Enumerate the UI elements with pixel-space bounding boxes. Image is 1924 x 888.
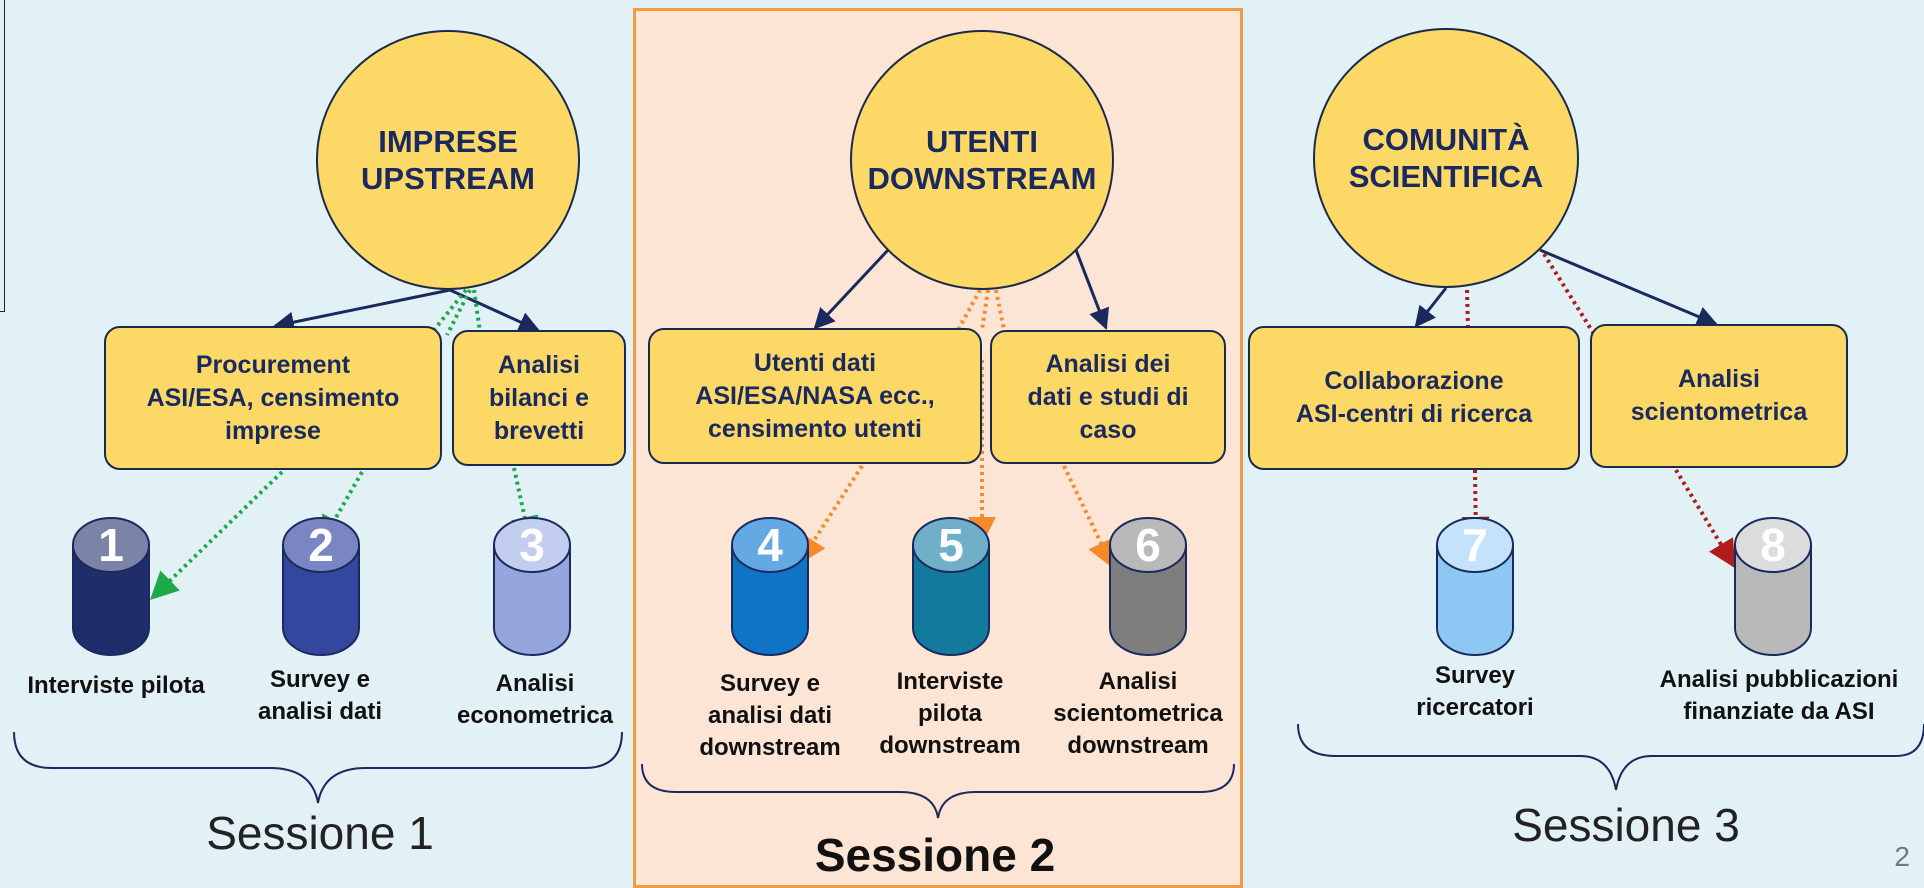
session-3-label: Sessione 3 [1512, 799, 1740, 851]
group-1-circle: IMPRESE UPSTREAM [316, 30, 580, 290]
arrow-to-db-1 [149, 470, 284, 600]
database-2-top [282, 517, 360, 573]
group-3-title: COMUNITÀ SCIENTIFICA [1348, 122, 1544, 194]
database-3-number: 3 [519, 519, 545, 571]
group-1-title: IMPRESE UPSTREAM [361, 124, 535, 196]
database-5-body [912, 544, 990, 656]
link-g2-dotted-c [994, 289, 1006, 331]
database-2-number: 2 [308, 519, 334, 571]
arrow-g3-collaborazione [1414, 287, 1448, 328]
database-2: 2 [282, 517, 360, 656]
link-g3-dotted-b [1542, 252, 1596, 336]
database-6: 6 [1109, 517, 1187, 656]
arrow-g1-bilanci [449, 288, 540, 332]
database-8: 8 [1734, 517, 1812, 656]
db-7-label: Survey ricercatori [1416, 662, 1534, 721]
link-g1-dotted-a [428, 288, 468, 337]
database-6-number: 6 [1135, 519, 1161, 571]
session-1-label: Sessione 1 [206, 807, 434, 859]
brace-session-3 [1297, 723, 1924, 791]
database-4-top [731, 517, 809, 573]
db-3-label: Analisi econometrica [456, 670, 614, 729]
database-3: 3 [493, 517, 571, 656]
database-7-body [1436, 544, 1514, 656]
database-5-number: 5 [938, 519, 964, 571]
arrow-g1-procurement [272, 288, 451, 333]
database-5: 5 [912, 517, 990, 656]
group-3-circle: COMUNITÀ SCIENTIFICA [1313, 28, 1579, 288]
link-g1-dotted-c [472, 289, 482, 333]
method-box-analisi-dati: Analisi dei dati e studi di caso [990, 330, 1226, 464]
database-8-top [1734, 517, 1812, 573]
method-box-utenti-dati: Utenti dati ASI/ESA/NASA ecc., censiment… [648, 328, 982, 464]
arrow-to-db-8 [1674, 468, 1736, 569]
arrow-to-db-6 [1062, 465, 1114, 569]
database-7-number: 7 [1462, 519, 1488, 571]
database-1-top [72, 517, 150, 573]
brace-session-1 [13, 731, 623, 804]
page-number: 2 [1894, 841, 1910, 872]
database-8-number: 8 [1760, 519, 1786, 571]
database-6-body [1109, 544, 1187, 656]
database-3-body [493, 544, 571, 656]
db-4-label: Survey e analisi dati downstream [699, 670, 841, 761]
arrow-g2-analisi [1074, 249, 1110, 330]
method-box-procurement: Procurement ASI/ESA, censimento imprese [104, 326, 442, 470]
db-8-label: Analisi pubblicazioni finanziate da ASI [1659, 666, 1899, 725]
method-box-collaborazione: Collaborazione ASI-centri di ricerca [1248, 326, 1580, 470]
database-1-body [72, 544, 150, 656]
database-7: 7 [1436, 517, 1514, 656]
link-g2-dotted-a [956, 289, 982, 331]
link-g3-dotted-a [1465, 289, 1470, 329]
db-6-label: Analisi scientometrica downstream [1053, 668, 1223, 759]
session-2-label: Sessione 2 [814, 829, 1056, 881]
database-1-number: 1 [98, 519, 124, 571]
arrow-g3-scientometrica [1539, 248, 1718, 327]
group-2-title: UTENTI DOWNSTREAM [867, 124, 1097, 196]
db-2-label: Survey e analisi dati [257, 666, 383, 725]
brace-session-2 [641, 763, 1235, 819]
arrow-to-db-4 [798, 464, 864, 565]
database-4-number: 4 [757, 519, 783, 571]
link-g2-dotted-b [980, 289, 990, 331]
method-box-scientometrica: Analisi scientometrica [1590, 324, 1848, 468]
database-4: 4 [731, 517, 809, 656]
arrow-to-db-7 [1461, 469, 1490, 545]
frame-edge [0, 0, 5, 312]
database-3-top [493, 517, 571, 573]
database-8-body [1734, 544, 1812, 656]
databases-layer: 1 2 3 4 5 6 7 8 [72, 517, 1812, 656]
group-2-circle: UTENTI DOWNSTREAM [850, 30, 1114, 290]
database-2-body [282, 544, 360, 656]
database-1: 1 [72, 517, 150, 656]
link-g1-dotted-b [445, 289, 472, 336]
arrow-g2-utenti [813, 248, 890, 330]
db-5-label: Interviste pilota downstream [879, 668, 1021, 759]
method-box-bilanci-brevetti: Analisi bilanci e brevetti [452, 330, 626, 466]
database-6-top [1109, 517, 1187, 573]
database-4-body [731, 544, 809, 656]
db-1-label: Interviste pilota [27, 672, 205, 699]
database-7-top [1436, 517, 1514, 573]
database-5-top [912, 517, 990, 573]
